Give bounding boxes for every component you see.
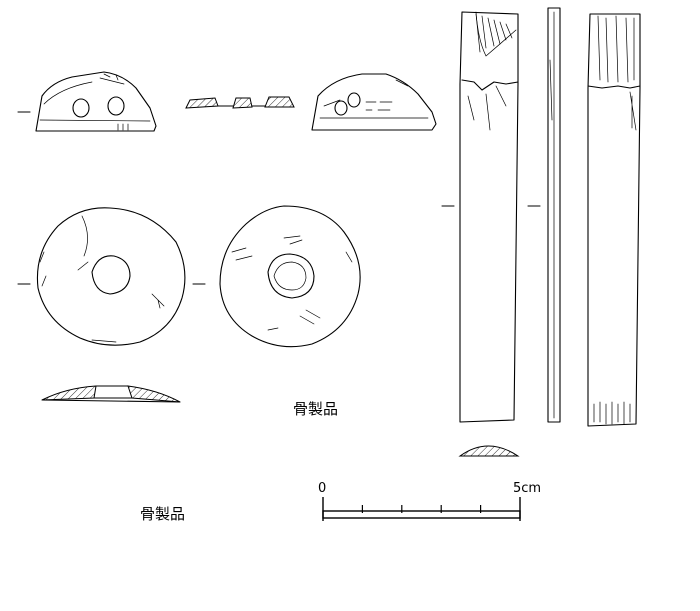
scale-label-zero: 0 <box>318 481 327 496</box>
scale-bar-frame <box>322 510 521 519</box>
rod-front-view <box>441 11 519 423</box>
disc-section-view <box>41 385 181 403</box>
caption-bone-artifact: 骨製品 <box>293 400 339 418</box>
pendant-back-view <box>311 73 437 131</box>
disc-front-view <box>17 207 186 346</box>
rod-section-view <box>458 445 520 457</box>
pendant-section-view <box>185 96 295 109</box>
pendant-front-view <box>17 71 157 132</box>
rod-side-view <box>527 7 561 423</box>
rod-back-view <box>587 13 641 427</box>
scale-bar <box>322 497 521 521</box>
caption-bone-artifact-bottom: 骨製品 <box>140 505 186 523</box>
disc-back-view <box>192 205 361 348</box>
scale-label-five: 5cm <box>513 481 542 496</box>
